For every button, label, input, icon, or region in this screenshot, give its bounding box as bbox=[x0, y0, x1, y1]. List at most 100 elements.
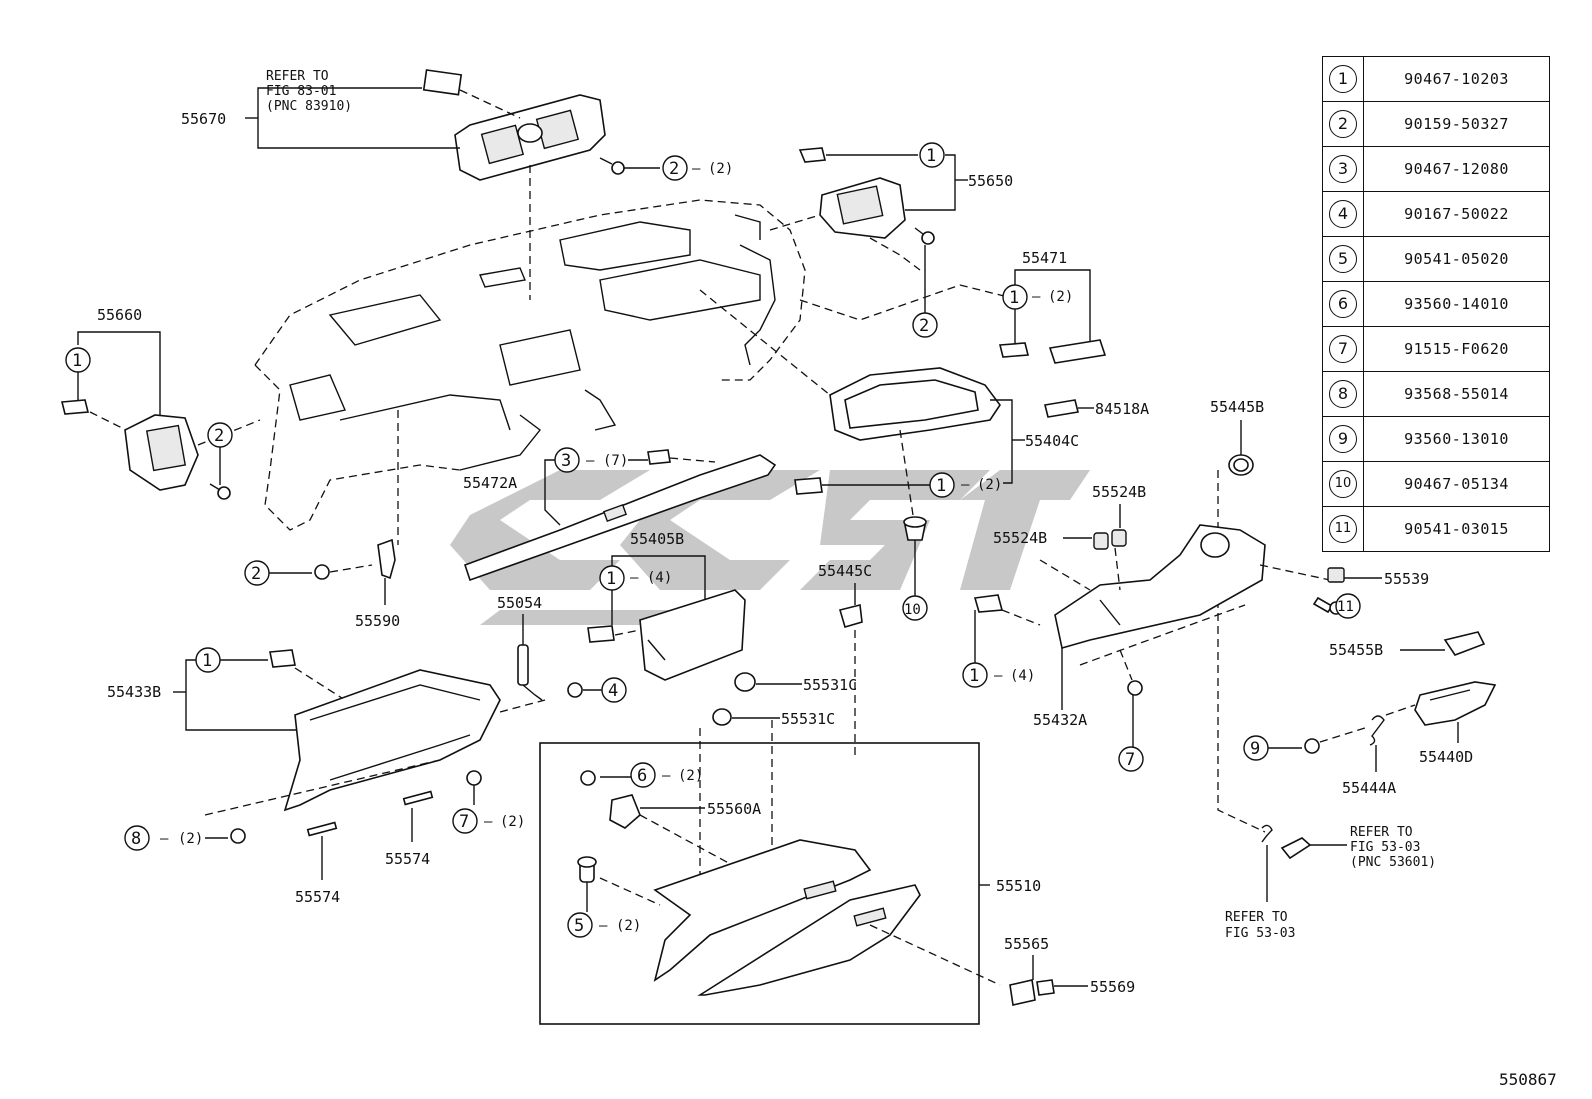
switch-icon bbox=[1327, 567, 1345, 583]
tray-icon bbox=[1414, 681, 1497, 726]
callout-4-number: 4 bbox=[608, 681, 618, 701]
callout-3-qty: (7) bbox=[603, 453, 628, 469]
legend-part-number: 90541-05020 bbox=[1363, 236, 1550, 282]
part-number-55539: 55539 bbox=[1384, 570, 1429, 588]
lower-panel bbox=[639, 589, 746, 681]
screw-icon bbox=[1127, 680, 1143, 696]
legend-part-number: 93568-55014 bbox=[1363, 371, 1550, 417]
bolt-icon bbox=[402, 790, 434, 806]
callout-2-quantity: – bbox=[692, 161, 701, 177]
clip-icon bbox=[998, 342, 1030, 358]
screw-icon bbox=[1304, 738, 1320, 754]
legend-callout-number: 6 bbox=[1329, 290, 1357, 318]
lock-striker bbox=[609, 794, 641, 829]
callout-7-number-right: 7 bbox=[1125, 750, 1135, 770]
legend-part-number: 93560-13010 bbox=[1363, 416, 1550, 462]
reference-note-fig83-line1: REFER TO bbox=[266, 69, 329, 84]
legend-callout-number: 9 bbox=[1329, 425, 1357, 453]
knob-ring bbox=[1228, 454, 1254, 476]
part-number-84518A: 84518A bbox=[1095, 400, 1149, 418]
legend-callout-number: 10 bbox=[1329, 470, 1357, 498]
legend-callout-number: 11 bbox=[1329, 515, 1357, 543]
screw-icon bbox=[580, 770, 596, 786]
callout-1-number-55405B: 1 bbox=[606, 569, 616, 589]
callout-1-number-55471: 1 bbox=[1009, 288, 1019, 308]
clip-icon bbox=[1111, 529, 1127, 547]
callout-dash: – bbox=[630, 570, 639, 586]
center-vent-register bbox=[454, 94, 606, 181]
bracket-icon bbox=[377, 538, 396, 580]
clip-icon bbox=[798, 147, 827, 163]
part-number-55432A: 55432A bbox=[1033, 711, 1087, 729]
legend-callout-number: 2 bbox=[1329, 110, 1357, 138]
callout-5-number: 5 bbox=[574, 916, 584, 936]
callout-1-number-55432A: 1 bbox=[969, 666, 979, 686]
part-number-55444A: 55444A bbox=[1342, 779, 1396, 797]
callout-1-number-55404C: 1 bbox=[936, 476, 946, 496]
clip-icon bbox=[60, 399, 90, 415]
side-vent-right bbox=[819, 177, 906, 239]
part-number-55054: 55054 bbox=[497, 594, 542, 612]
callout-1-number: 1 bbox=[926, 146, 936, 166]
callout-dash: – bbox=[961, 477, 970, 493]
legend-callout-cell: 6 bbox=[1322, 281, 1364, 327]
legend-callout-number: 7 bbox=[1329, 335, 1357, 363]
callout-dash: – bbox=[662, 768, 671, 784]
legend-callout-number: 1 bbox=[1329, 65, 1357, 93]
legend-callout-cell: 4 bbox=[1322, 191, 1364, 237]
legend-part-number: 91515-F0620 bbox=[1363, 326, 1550, 372]
callout-1-qty-55405B: (4) bbox=[647, 570, 672, 586]
callout-1-number-55433B: 1 bbox=[202, 651, 212, 671]
part-number-55560A: 55560A bbox=[707, 800, 761, 818]
push-clip-icon bbox=[734, 672, 756, 692]
legend-callout-number: 8 bbox=[1329, 380, 1357, 408]
screw-icon bbox=[914, 227, 935, 245]
garnish-strip bbox=[463, 454, 777, 582]
legend-part-number: 90467-10203 bbox=[1363, 56, 1550, 102]
part-number-55574-b: 55574 bbox=[295, 888, 340, 906]
callout-2-qty: (2) bbox=[708, 161, 733, 177]
legend-callout-cell: 11 bbox=[1322, 506, 1364, 552]
spring-icon bbox=[1261, 824, 1273, 843]
callout-dash: – bbox=[599, 918, 608, 934]
part-number-55404C: 55404C bbox=[1025, 432, 1079, 450]
connector-icon bbox=[1044, 399, 1079, 418]
damper-rod bbox=[517, 644, 543, 701]
callout-1-qty-55471: (2) bbox=[1048, 289, 1073, 305]
part-number-55445B: 55445B bbox=[1210, 398, 1264, 416]
callout-6-number: 6 bbox=[637, 766, 647, 786]
screw-icon bbox=[599, 157, 625, 175]
screw-icon bbox=[567, 682, 583, 698]
part-number-55531C-b: 55531C bbox=[781, 710, 835, 728]
part-number-55531C-a: 55531C bbox=[803, 676, 857, 694]
spring-icon bbox=[1369, 715, 1385, 746]
legend-callout-cell: 2 bbox=[1322, 101, 1364, 147]
glove-box-door bbox=[653, 839, 921, 996]
bolt-icon bbox=[306, 821, 338, 837]
legend-callout-cell: 8 bbox=[1322, 371, 1364, 417]
legend-callout-number: 5 bbox=[1329, 245, 1357, 273]
legend-callout-cell: 9 bbox=[1322, 416, 1364, 462]
reference-note-fig53a-line1: REFER TO bbox=[1350, 825, 1413, 840]
clip-icon bbox=[838, 604, 863, 628]
part-number-55660: 55660 bbox=[97, 306, 142, 324]
part-number-55455B: 55455B bbox=[1329, 641, 1383, 659]
legend-callout-cell: 1 bbox=[1322, 56, 1364, 102]
callout-2-number-55590: 2 bbox=[251, 564, 261, 584]
screw-icon bbox=[209, 483, 231, 500]
legend-part-number: 90167-50022 bbox=[1363, 191, 1550, 237]
part-number-55524B-top: 55524B bbox=[1092, 483, 1146, 501]
meter-hood bbox=[829, 367, 1001, 441]
part-number-55574-a: 55574 bbox=[385, 850, 430, 868]
hazard-switch bbox=[422, 69, 463, 96]
callout-dash: – bbox=[1032, 289, 1041, 305]
